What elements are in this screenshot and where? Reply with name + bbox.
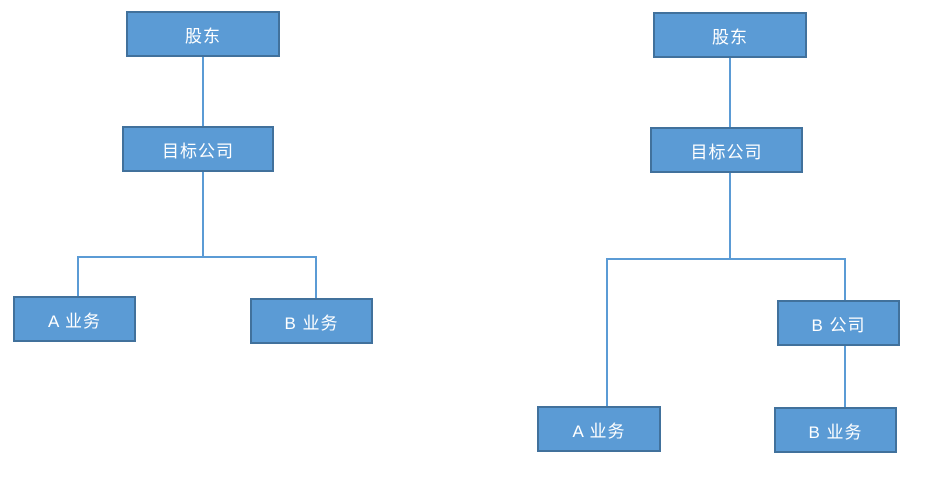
right-business-a-node: A 业务 bbox=[537, 406, 661, 452]
right-connector-to-business-a bbox=[606, 258, 608, 406]
right-connector-company-b-to-business-b bbox=[844, 346, 846, 407]
right-connector-shareholder-target bbox=[729, 58, 731, 127]
left-shareholder-node: 股东 bbox=[126, 11, 280, 57]
right-target-company-node: 目标公司 bbox=[650, 127, 803, 173]
left-business-a-node: A 业务 bbox=[13, 296, 136, 342]
left-business-b-node: B 业务 bbox=[250, 298, 373, 344]
right-company-b-node: B 公司 bbox=[777, 300, 900, 346]
right-connector-to-company-b bbox=[844, 258, 846, 300]
right-connector-branch-bar bbox=[606, 258, 846, 260]
right-connector-target-stem bbox=[729, 173, 731, 260]
left-connector-shareholder-target bbox=[202, 57, 204, 126]
right-business-b-node: B 业务 bbox=[774, 407, 897, 453]
left-connector-branch-bar bbox=[77, 256, 317, 258]
right-shareholder-node: 股东 bbox=[653, 12, 807, 58]
left-target-company-node: 目标公司 bbox=[122, 126, 274, 172]
left-connector-target-stem bbox=[202, 172, 204, 258]
left-connector-to-business-b bbox=[315, 256, 317, 298]
left-connector-to-business-a bbox=[77, 256, 79, 296]
